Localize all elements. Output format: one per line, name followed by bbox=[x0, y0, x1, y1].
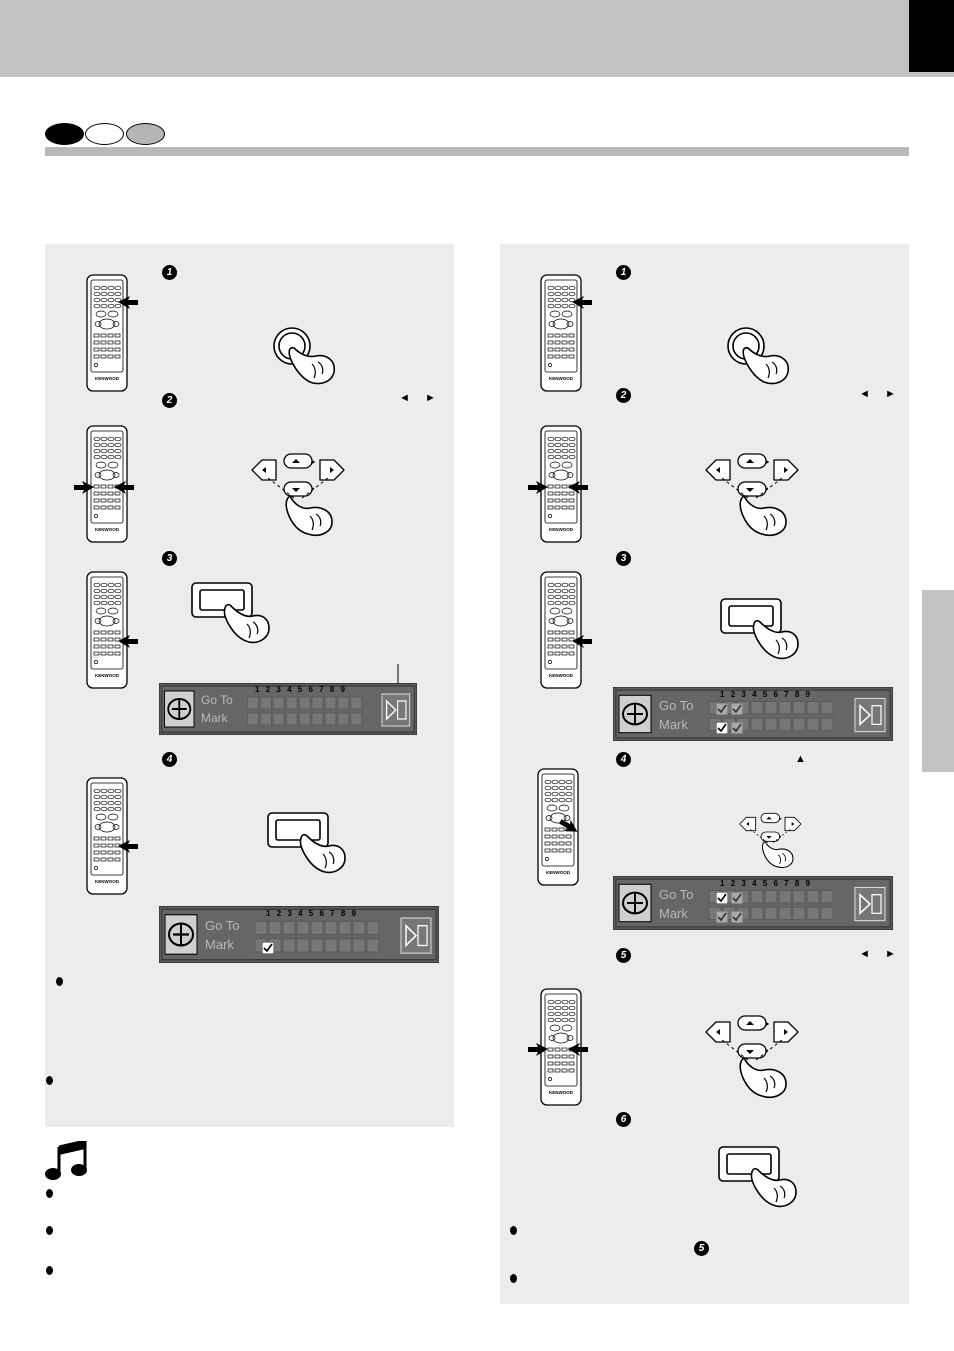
pointer-arrow-icon bbox=[568, 1043, 588, 1056]
bullet bbox=[46, 1266, 53, 1275]
music-note-icon bbox=[45, 1141, 87, 1180]
step-reference: 5 bbox=[694, 1241, 709, 1256]
osd-text-mark: Mark bbox=[205, 937, 234, 952]
remote-control-icon bbox=[540, 274, 582, 392]
mark-checkbox-checked bbox=[731, 892, 743, 904]
step-number: 3 bbox=[162, 551, 177, 566]
go-to-mark-display: Go To Mark bbox=[159, 906, 439, 963]
step-number: 3 bbox=[616, 551, 631, 566]
go-to-mark-display: Go To Mark bbox=[613, 876, 893, 930]
pressing-hand-icon bbox=[718, 1146, 797, 1208]
pressing-hand-icon bbox=[273, 327, 336, 385]
mark-checkbox-checked bbox=[716, 703, 728, 715]
mark-checkbox-checked bbox=[731, 722, 743, 734]
mark-checkbox-checked bbox=[262, 942, 274, 954]
go-to-mark-display: Go To Mark bbox=[159, 683, 417, 735]
cursor-arrows-label: ◄ ► bbox=[859, 948, 902, 960]
mark-checkbox-checked bbox=[716, 911, 728, 923]
pointer-arrow-icon bbox=[118, 635, 138, 648]
osd-number-row: 1 2 3 4 5 6 7 8 9 bbox=[720, 690, 810, 699]
cursor-arrows-label: ◄ ► bbox=[399, 392, 442, 404]
osd-text-mark: Mark bbox=[201, 711, 228, 725]
go-to-mark-display: Go To Mark bbox=[613, 687, 893, 741]
cursor-button-press-icon bbox=[739, 812, 802, 869]
cursor-arrows-label: ◄ ► bbox=[859, 388, 902, 400]
step-number: 1 bbox=[616, 265, 631, 280]
cursor-button-press-icon bbox=[705, 453, 799, 537]
pressing-hand-icon bbox=[267, 812, 346, 874]
step-number: 2 bbox=[162, 393, 177, 408]
section-rule bbox=[45, 147, 909, 156]
bullet bbox=[56, 977, 63, 986]
osd-number-row: 1 2 3 4 5 6 7 8 9 bbox=[255, 685, 345, 694]
mark-checkbox-checked bbox=[731, 703, 743, 715]
bullet bbox=[46, 1189, 53, 1198]
step-number: 2 bbox=[616, 388, 631, 403]
side-tab bbox=[922, 590, 954, 772]
bullet bbox=[510, 1274, 517, 1283]
pressing-hand-icon bbox=[191, 582, 270, 644]
remote-control-icon bbox=[86, 274, 128, 392]
osd-text-go-to: Go To bbox=[201, 693, 233, 707]
osd-number-row: 1 2 3 4 5 6 7 8 9 bbox=[266, 909, 356, 918]
osd-number-row: 1 2 3 4 5 6 7 8 9 bbox=[720, 879, 810, 888]
cursor-button-press-icon bbox=[251, 453, 345, 537]
pointer-arrow-icon bbox=[118, 296, 138, 309]
header-tab bbox=[909, 0, 954, 72]
mark-checkbox-checked bbox=[716, 892, 728, 904]
bullet bbox=[510, 1226, 517, 1235]
step-number: 4 bbox=[616, 752, 631, 767]
pointer-arrow-icon bbox=[118, 840, 138, 853]
step-number: 4 bbox=[162, 752, 177, 767]
bullet bbox=[46, 1076, 53, 1085]
disc-indicator-cd bbox=[126, 123, 165, 145]
osd-text-mark: Mark bbox=[659, 717, 688, 732]
step-number: 5 bbox=[616, 948, 631, 963]
osd-text-mark: Mark bbox=[659, 906, 688, 921]
step-number: 6 bbox=[616, 1112, 631, 1127]
disc-indicator-vcd bbox=[85, 123, 124, 145]
pointer-arrow-icon bbox=[114, 481, 134, 494]
pointer-arrow-icon bbox=[572, 296, 592, 309]
pressing-hand-icon bbox=[720, 598, 799, 660]
header-bar bbox=[0, 0, 954, 77]
pointer-arrow-icon bbox=[572, 635, 592, 648]
remote-control-icon bbox=[540, 571, 582, 689]
osd-text-go-to: Go To bbox=[659, 698, 694, 713]
remote-control-icon bbox=[86, 777, 128, 895]
step-number: 1 bbox=[162, 265, 177, 280]
up-arrow-label: ▲ bbox=[795, 753, 812, 765]
mark-checkbox-checked bbox=[716, 722, 728, 734]
mark-checkbox-checked bbox=[731, 911, 743, 923]
remote-control-icon bbox=[86, 571, 128, 689]
osd-text-go-to: Go To bbox=[659, 887, 694, 902]
pressing-hand-icon bbox=[727, 327, 790, 385]
bullet bbox=[46, 1226, 53, 1235]
cursor-button-press-icon bbox=[705, 1015, 799, 1099]
pointer-arrow-icon bbox=[74, 481, 94, 494]
osd-text-go-to: Go To bbox=[205, 918, 240, 933]
pointer-arrow-icon bbox=[528, 481, 548, 494]
pointer-arrow-icon bbox=[568, 481, 588, 494]
disc-indicator-dvd bbox=[45, 123, 84, 145]
pointer-arrow-icon bbox=[528, 1043, 548, 1056]
